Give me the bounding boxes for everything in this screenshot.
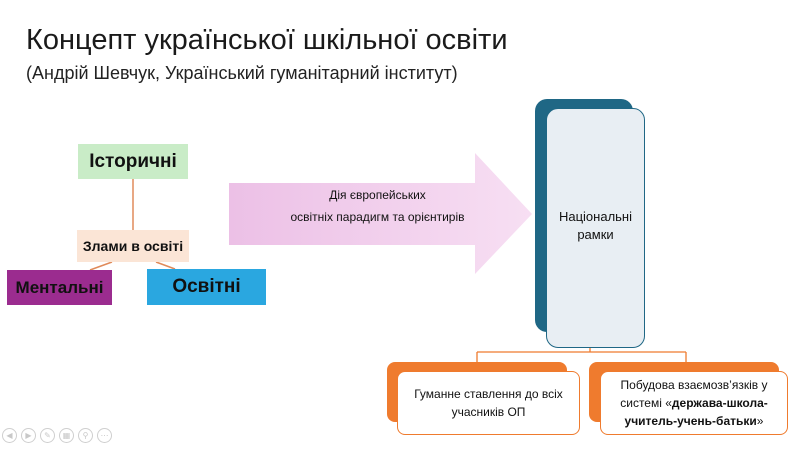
humane-attitude-line2: учасників ОП: [451, 405, 526, 419]
relationship-line1: Побудова взаємозв’язків у: [620, 378, 768, 392]
next-icon[interactable]: ▶: [21, 428, 36, 443]
slide-subtitle: (Андрій Шевчук, Український гуманітарний…: [26, 63, 458, 83]
relationship-line3-suffix: »: [756, 414, 764, 428]
pen-icon[interactable]: ✎: [40, 428, 55, 443]
arrow-label: Дія європейських освітніх парадигм та ор…: [240, 184, 515, 228]
arrow-label-line2: освітніх парадигм та орієнтирів: [290, 210, 465, 224]
relationship-line3-bold: учитель-учень-батьки: [624, 414, 757, 428]
national-frames-card: [546, 108, 645, 348]
node-educational: Освітні: [147, 269, 266, 305]
connector-breaks-mental: [89, 261, 113, 271]
relationship-line2-prefix: системі «: [620, 396, 672, 410]
humane-attitude-card: Гуманне ставлення до всіх учасників ОП: [397, 371, 580, 435]
relationship-building-card: Побудова взаємозв’язків у системі «держа…: [600, 371, 788, 435]
humane-attitude-line1: Гуманне ставлення до всіх: [414, 387, 563, 401]
relationship-line2: системі «держава-школа-: [620, 394, 768, 412]
presentation-controls: ◀ ▶ ✎ ▦ ⚲ ⋯: [2, 428, 112, 443]
more-icon[interactable]: ⋯: [97, 428, 112, 443]
slide-title: Концепт української шкільної освіти: [26, 24, 508, 56]
zoom-icon[interactable]: ⚲: [78, 428, 93, 443]
relationship-line3: учитель-учень-батьки»: [620, 412, 768, 430]
slides-icon[interactable]: ▦: [59, 428, 74, 443]
node-historical: Історичні: [78, 144, 188, 179]
node-mental: Ментальні: [7, 270, 112, 305]
relationship-line2-bold: держава-школа-: [671, 396, 768, 410]
national-frames-label: Національні рамки: [546, 208, 645, 244]
node-education-breaks: Злами в освіті: [77, 230, 189, 262]
connector-breaks-educational: [155, 261, 176, 270]
national-frames-line1: Національні: [558, 209, 633, 224]
arrow-label-line1: Дія європейських: [329, 188, 426, 202]
national-frames-line2: рамки: [577, 227, 614, 242]
prev-icon[interactable]: ◀: [2, 428, 17, 443]
